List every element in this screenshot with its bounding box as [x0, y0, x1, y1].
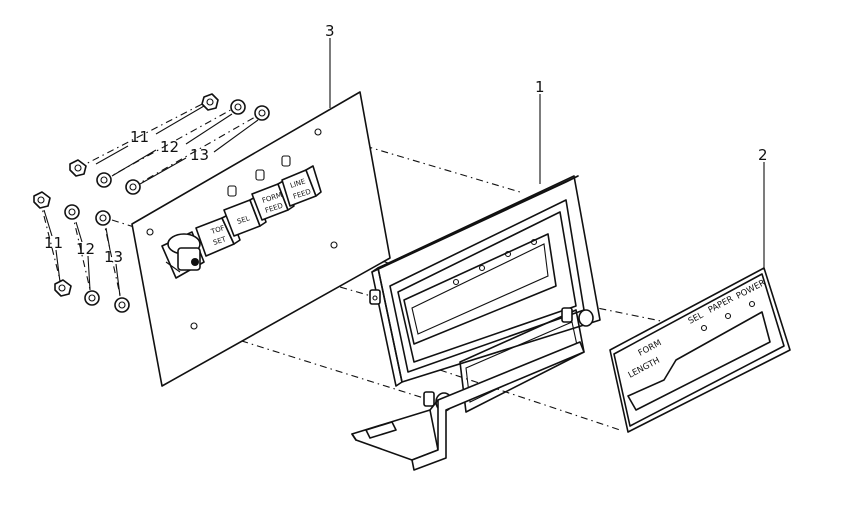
lock-washer-icon [96, 172, 112, 188]
nut-icon [201, 93, 219, 111]
nut-icon [54, 279, 72, 297]
callout-nut-upper: 11 [130, 128, 149, 146]
lock-washer-icon [84, 290, 100, 306]
lock-washer-icon [64, 204, 80, 220]
stud-icon [578, 309, 594, 327]
lock-washer-icon [230, 99, 246, 115]
upper-hardware [69, 93, 270, 195]
nut-icon [33, 191, 51, 209]
nut-icon [69, 159, 87, 177]
callout-labels: 3 1 2 11 12 13 11 12 13 [44, 22, 768, 266]
switch-sel-label: SEL [236, 214, 251, 226]
stud-icon [369, 289, 381, 305]
push-button-switches: TOF SET SEL FORM FEED LINE FEED [195, 165, 322, 257]
stud-icon [561, 307, 573, 323]
rotary-switch [161, 231, 205, 279]
nameplate: FORM LENGTH SEL PAPER POWER [609, 267, 791, 433]
leader-lines [43, 38, 765, 297]
callout-front-panel: 1 [535, 78, 545, 96]
front-panel [351, 175, 601, 471]
flat-washer-icon [125, 179, 141, 195]
flat-washer-icon [254, 105, 270, 121]
callout-lock-washer-upper: 12 [160, 138, 179, 156]
circuit-board [131, 91, 391, 387]
switch-line-feed: LINE FEED [281, 165, 322, 207]
flat-washer-icon [95, 210, 111, 226]
callout-flat-washer-upper: 13 [190, 146, 209, 164]
callout-flat-washer-lower: 13 [104, 248, 123, 266]
lower-hardware [33, 191, 130, 313]
switch-top-set: TOF SET [195, 213, 241, 257]
board-leds [227, 155, 291, 197]
callout-circuit-board: 3 [325, 22, 335, 40]
callout-nut-lower: 11 [44, 234, 63, 252]
flat-washer-icon [114, 297, 130, 313]
callout-lock-washer-lower: 12 [76, 240, 95, 258]
switch-top-set-label-2: SET [212, 235, 228, 247]
callout-nameplate: 2 [758, 146, 768, 164]
